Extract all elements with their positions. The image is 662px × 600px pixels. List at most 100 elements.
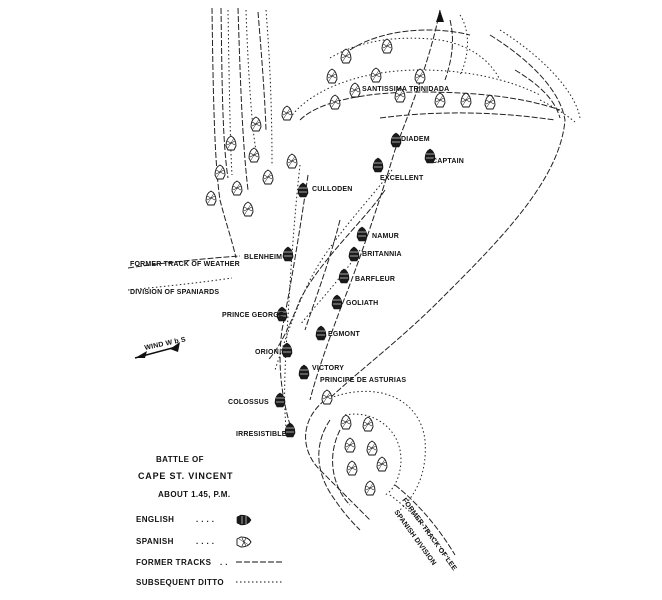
english-track-c	[274, 169, 393, 371]
spanish-ship	[262, 169, 274, 185]
legend-english-ship-icon	[236, 514, 252, 526]
arrows	[134, 10, 444, 359]
spanish-arc-6	[444, 19, 453, 81]
spanish-arc-2	[299, 91, 561, 121]
lee-curve-4	[344, 413, 402, 496]
english-ship-goliath	[331, 294, 343, 310]
legend-spanish-ship-icon	[236, 536, 252, 548]
spanish-ship	[414, 68, 426, 84]
legend-spanish-dots: . . . .	[196, 537, 214, 546]
ship-labels: SANTISSIMA TRINIDADA DIADEM CAPTAIN EXCE…	[130, 86, 464, 572]
legend-former-dots: . .	[220, 558, 228, 567]
spanish-ship	[214, 164, 226, 180]
right-long-track-4	[539, 99, 576, 123]
wind-arrow-head-icon	[135, 351, 147, 358]
english-ship-orion	[281, 342, 293, 358]
spanish-arc-4	[349, 29, 471, 51]
legend-english-label: ENGLISH	[136, 515, 174, 524]
english-ship-namur	[356, 226, 368, 242]
lee-curve-1	[305, 399, 371, 521]
lee-curve-5	[332, 429, 351, 506]
legend-english-dots: . . . .	[196, 515, 214, 524]
spanish-ship	[242, 201, 254, 217]
wind-arrow-tail-icon	[170, 342, 180, 352]
weather-track-2	[220, 7, 229, 179]
weather-track-7	[265, 9, 273, 166]
spanish-ship	[286, 153, 298, 169]
label-goliath: GOLIATH	[346, 300, 378, 307]
spanish-ship	[460, 92, 472, 108]
english-ship-victory	[298, 364, 310, 380]
spanish-ship	[364, 480, 376, 496]
weather-track-1	[211, 7, 237, 259]
english-ship-blenheim	[282, 246, 294, 262]
right-long-track-1	[329, 34, 566, 399]
lee-track-line-2	[394, 484, 456, 556]
english-ship-barfleur	[338, 268, 350, 284]
label-barfleur: BARFLEUR	[355, 276, 395, 283]
legend: BATTLE OF CAPE ST. VINCENT ABOUT 1.45, P…	[136, 455, 284, 587]
spanish-ship	[281, 105, 293, 121]
spanish-ship	[344, 437, 356, 453]
spanish-ship	[205, 190, 217, 206]
legend-spanish-label: SPANISH	[136, 537, 174, 546]
spanish-ship	[340, 48, 352, 64]
label-irresistible: IRRESISTIBLE	[236, 431, 287, 438]
legend-subsequent-label: SUBSEQUENT DITTO	[136, 578, 224, 587]
spanish-ship	[340, 414, 352, 430]
spanish-ship	[376, 456, 388, 472]
legend-title: CAPE ST. VINCENT	[138, 471, 233, 481]
english-ship-colossus	[274, 392, 286, 408]
legend-battle-of: BATTLE OF	[156, 455, 204, 464]
label-principe: PRINCIPE DE ASTURIAS	[320, 377, 406, 384]
spanish-ship	[349, 82, 361, 98]
spanish-arc-5	[459, 14, 468, 76]
weather-track-5	[245, 9, 257, 151]
english-track-b	[279, 174, 309, 426]
english-track-a	[284, 164, 301, 436]
spanish-ship	[434, 92, 446, 108]
spanish-ship	[321, 389, 333, 405]
english-ship-diadem	[390, 132, 402, 148]
label-victory: VICTORY	[312, 365, 344, 372]
lee-curve-3	[318, 419, 361, 531]
legend-time: ABOUT 1.45, P.M.	[158, 490, 231, 499]
division-spaniards-line	[127, 277, 233, 291]
label-excellent: EXCELLENT	[380, 175, 424, 182]
spanish-arc-3	[329, 37, 501, 81]
label-blenheim: BLENHEIM	[244, 254, 282, 261]
track-lines	[127, 7, 581, 561]
spanish-ship	[362, 416, 374, 432]
weather-track-4	[237, 7, 249, 191]
english-ship-excellent	[372, 157, 384, 173]
right-long-track-5	[379, 112, 556, 121]
lee-curve-2	[329, 390, 426, 511]
weather-track-6	[257, 11, 267, 131]
label-diadem: DIADEM	[401, 136, 430, 143]
spanish-ship	[225, 135, 237, 151]
spanish-ship	[248, 147, 260, 163]
spanish-ship	[484, 94, 496, 110]
english-ship-britannia	[348, 246, 360, 262]
label-division-spaniards: DIVISION OF SPANIARDS	[130, 289, 219, 296]
spanish-ships	[205, 38, 496, 496]
legend-former-tracks-label: FORMER TRACKS	[136, 558, 212, 567]
weather-track-3	[227, 9, 233, 176]
label-colossus: COLOSSUS	[228, 399, 269, 406]
spanish-ship	[231, 180, 243, 196]
spanish-arc-1	[289, 69, 541, 119]
lee-track-line	[389, 494, 451, 561]
label-britannia: BRITANNIA	[362, 251, 402, 258]
english-ship-egmont	[315, 325, 327, 341]
label-former-track-weather: FORMER TRACK OF WEATHER	[130, 261, 240, 268]
spanish-ship	[366, 440, 378, 456]
spanish-ship	[326, 68, 338, 84]
label-orion: ORION	[255, 349, 279, 356]
english-track-f	[304, 219, 341, 331]
label-namur: NAMUR	[372, 233, 399, 240]
right-long-track-2	[499, 29, 581, 119]
spanish-ship	[370, 67, 382, 83]
spanish-ship	[329, 94, 341, 110]
spanish-ship	[381, 38, 393, 54]
